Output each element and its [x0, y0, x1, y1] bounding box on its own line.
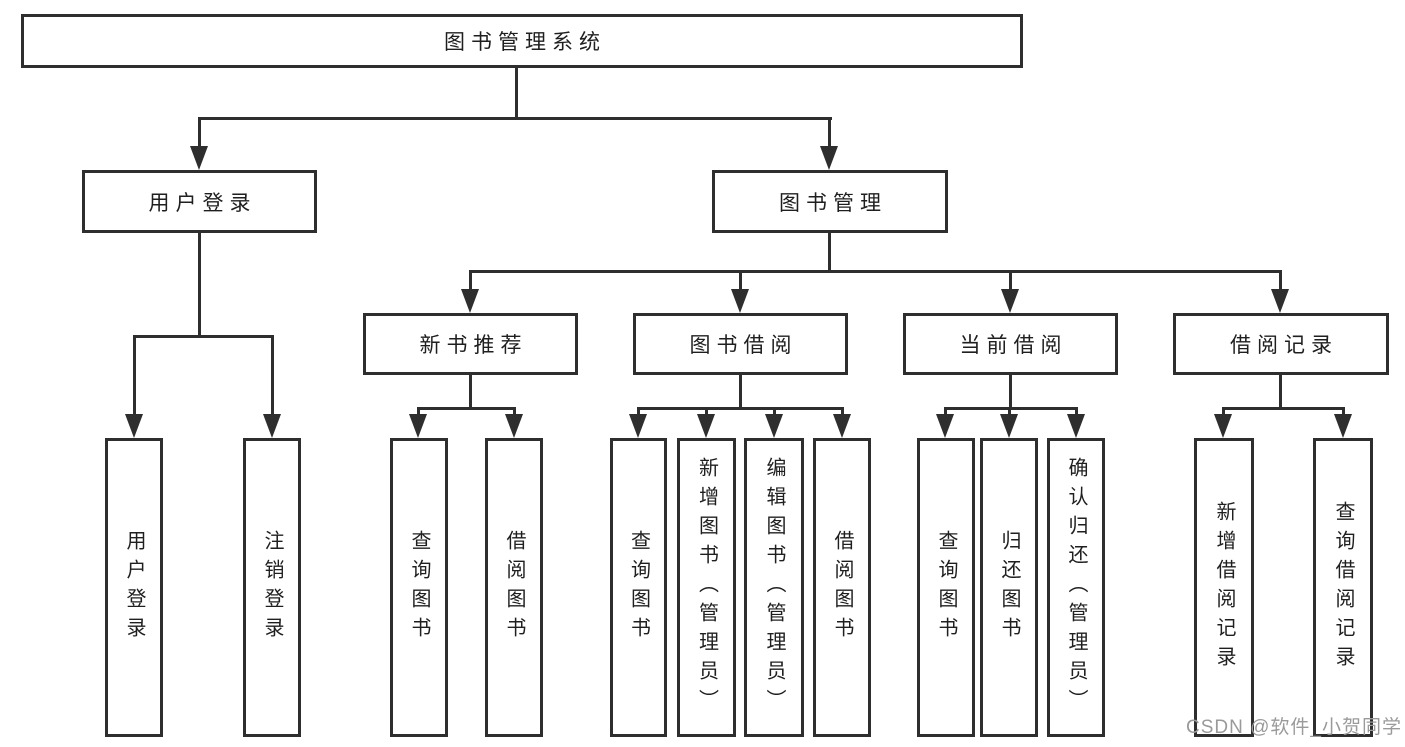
connector-line	[637, 407, 844, 410]
arrowhead-icon	[697, 414, 715, 438]
arrowhead-icon	[820, 146, 838, 170]
node-user-login-branch: 用户登录	[82, 170, 317, 233]
connector-line	[1075, 407, 1078, 414]
leaf-add-borrow-record: 新增借阅记录	[1194, 438, 1254, 737]
arrowhead-icon	[1214, 414, 1232, 438]
arrowhead-icon	[190, 146, 208, 170]
node-label: 用户登录	[148, 191, 257, 215]
arrowhead-icon	[731, 289, 749, 313]
node-current-borrowing: 当前借阅	[903, 313, 1118, 375]
node-label: 查询借阅记录	[1332, 500, 1354, 675]
node-label: 归还图书	[998, 529, 1020, 646]
leaf-query-borrow-record: 查询借阅记录	[1313, 438, 1373, 737]
connector-line	[417, 407, 516, 410]
arrowhead-icon	[409, 414, 427, 438]
connector-line	[469, 375, 472, 407]
arrowhead-icon	[505, 414, 523, 438]
leaf-add-book-admin: 新增图书（管理员）	[677, 438, 736, 737]
node-book-borrowing: 图书借阅	[633, 313, 848, 375]
connector-line	[469, 270, 1281, 273]
leaf-user-login: 用户登录	[105, 438, 163, 737]
connector-line	[1009, 270, 1012, 289]
node-label: 图书管理	[779, 191, 887, 215]
node-label: 当前借阅	[959, 334, 1068, 357]
arrowhead-icon	[765, 414, 783, 438]
connector-line	[705, 407, 708, 414]
connector-line	[1009, 375, 1012, 407]
leaf-borrow-book-recommend: 借阅图书	[485, 438, 543, 737]
arrowhead-icon	[1334, 414, 1352, 438]
connector-line	[1342, 407, 1345, 414]
node-label: 借阅图书	[503, 529, 525, 646]
connector-line	[133, 335, 274, 338]
node-label: 查询图书	[627, 529, 650, 646]
connector-line	[637, 407, 640, 414]
node-label: 新增图书（管理员）	[695, 457, 718, 718]
connector-line	[739, 270, 742, 289]
connector-line	[515, 68, 518, 118]
connector-line	[1279, 375, 1282, 407]
csdn-watermark: CSDN @软件_小贺同学	[1186, 717, 1402, 738]
leaf-borrow-book: 借阅图书	[813, 438, 871, 737]
connector-line	[828, 233, 831, 271]
leaf-edit-book-admin: 编辑图书（管理员）	[744, 438, 804, 737]
arrowhead-icon	[1000, 414, 1018, 438]
leaf-logout: 注销登录	[243, 438, 301, 737]
arrowhead-icon	[461, 289, 479, 313]
leaf-query-book-recommend: 查询图书	[390, 438, 448, 737]
node-label: 新书推荐	[419, 334, 528, 357]
arrowhead-icon	[833, 414, 851, 438]
node-borrowing-records: 借阅记录	[1173, 313, 1389, 375]
leaf-query-book-current: 查询图书	[917, 438, 975, 737]
node-label: 查询图书	[408, 529, 430, 646]
node-label: 用户登录	[123, 529, 145, 646]
arrowhead-icon	[1271, 289, 1289, 313]
node-label: 借阅图书	[831, 529, 853, 646]
leaf-query-book-borrow: 查询图书	[610, 438, 667, 737]
connector-line	[944, 407, 1078, 410]
arrowhead-icon	[936, 414, 954, 438]
arrowhead-icon	[1001, 289, 1019, 313]
connector-line	[198, 233, 201, 335]
connector-line	[198, 117, 201, 146]
arrowhead-icon	[1067, 414, 1085, 438]
connector-line	[133, 335, 136, 414]
node-label: 图书借阅	[689, 334, 798, 357]
connector-line	[417, 407, 420, 414]
connector-line	[841, 407, 844, 414]
arrowhead-icon	[263, 414, 281, 438]
node-label: 图书管理系统	[444, 31, 606, 54]
connector-line	[944, 407, 947, 414]
node-label: 注销登录	[261, 529, 283, 646]
connector-line	[828, 117, 831, 146]
leaf-return-book: 归还图书	[980, 438, 1038, 737]
connector-line	[1222, 407, 1345, 410]
node-library-system: 图书管理系统	[21, 14, 1023, 68]
connector-line	[1279, 270, 1282, 289]
connector-line	[773, 407, 776, 414]
connector-line	[469, 270, 472, 289]
node-label: 借阅记录	[1230, 334, 1338, 357]
node-label: 查询图书	[935, 529, 957, 646]
connector-line	[513, 407, 516, 414]
connector-line	[198, 117, 832, 120]
node-new-book-recommend: 新书推荐	[363, 313, 578, 375]
arrowhead-icon	[629, 414, 647, 438]
node-label: 确认归还（管理员）	[1065, 457, 1087, 718]
arrowhead-icon	[125, 414, 143, 438]
connector-line	[739, 375, 742, 407]
connector-line	[1222, 407, 1225, 414]
node-label: 新增借阅记录	[1213, 500, 1235, 675]
node-label: 编辑图书（管理员）	[763, 457, 785, 718]
leaf-confirm-return-admin: 确认归还（管理员）	[1047, 438, 1105, 737]
node-book-management: 图书管理	[712, 170, 948, 233]
connector-line	[271, 335, 274, 414]
connector-line	[1008, 407, 1011, 414]
